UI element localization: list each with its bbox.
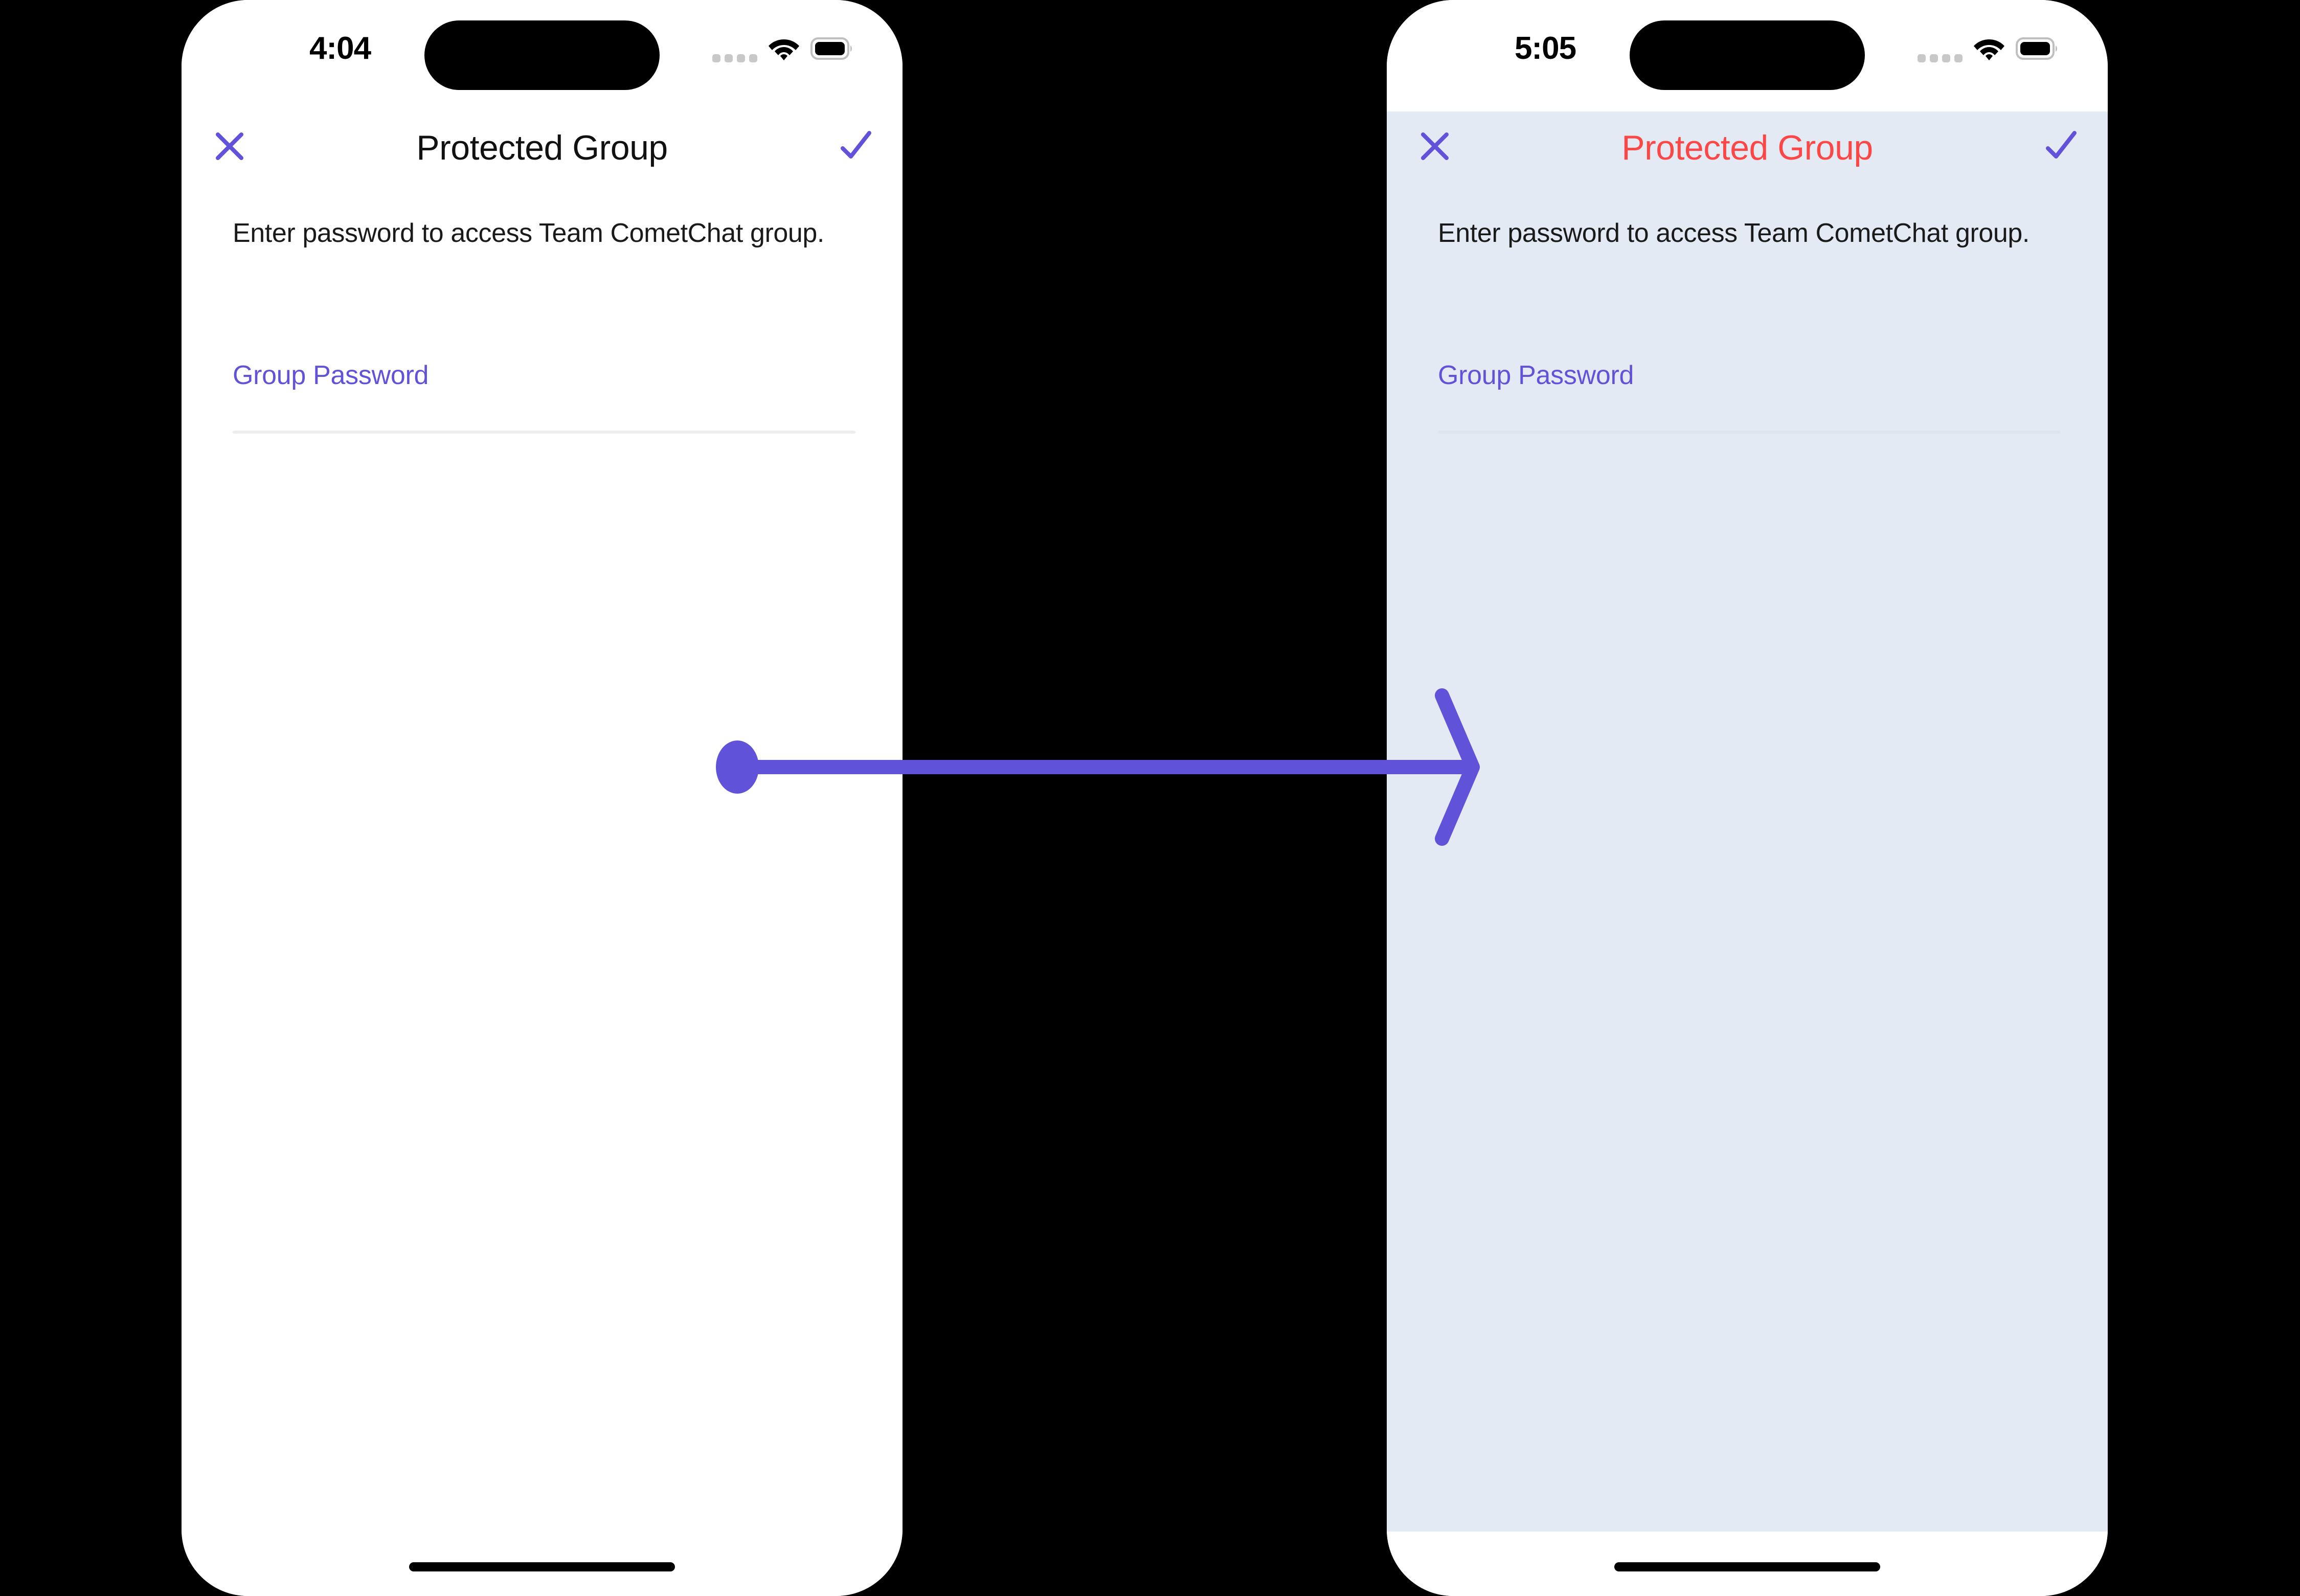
- close-x-icon: [212, 128, 247, 167]
- password-field-underline: [1438, 431, 2061, 434]
- password-field-group: Group Password: [1438, 358, 2061, 434]
- close-button[interactable]: [1411, 124, 1458, 171]
- checkmark-icon: [836, 126, 875, 168]
- status-icons: [1918, 31, 2059, 66]
- page-title: Protected Group: [1621, 128, 1873, 167]
- description-text: Enter password to access Team CometChat …: [1438, 218, 2030, 248]
- password-input[interactable]: [1438, 393, 2061, 431]
- confirm-button[interactable]: [830, 120, 881, 174]
- wifi-icon: [1973, 36, 2005, 61]
- signal-dots-icon: [712, 31, 757, 66]
- close-x-icon: [1417, 128, 1453, 167]
- wifi-icon: [768, 36, 800, 61]
- dynamic-island: [1630, 20, 1865, 90]
- password-field-label: Group Password: [1438, 361, 1634, 390]
- battery-icon: [2016, 37, 2059, 60]
- screen-default: 4:04: [182, 0, 903, 1596]
- confirm-button[interactable]: [2035, 120, 2086, 174]
- home-indicator[interactable]: [1614, 1562, 1880, 1571]
- status-time: 5:05: [1514, 31, 1576, 66]
- page-title: Protected Group: [416, 128, 668, 167]
- password-field-underline: [233, 431, 855, 434]
- screen-themed: 5:05: [1387, 0, 2108, 1596]
- status-bar: 5:05: [1387, 0, 2108, 111]
- description-text: Enter password to access Team CometChat …: [233, 218, 824, 248]
- dynamic-island: [424, 20, 660, 90]
- phone-mockup-themed: 5:05: [1387, 0, 2108, 1596]
- battery-icon: [810, 37, 853, 60]
- status-time: 4:04: [309, 31, 371, 66]
- password-field-label: Group Password: [233, 361, 429, 390]
- nav-bar: Protected Group: [182, 119, 903, 175]
- nav-bar: Protected Group: [1387, 119, 2108, 175]
- signal-dots-icon: [1918, 31, 1963, 66]
- password-input[interactable]: [233, 393, 855, 431]
- phone-mockup-default: 4:04: [182, 0, 903, 1596]
- home-indicator[interactable]: [409, 1562, 675, 1571]
- checkmark-icon: [2041, 126, 2081, 168]
- status-icons: [712, 31, 853, 66]
- status-bar: 4:04: [182, 0, 903, 111]
- password-field-group: Group Password: [233, 358, 855, 434]
- tinted-content-background: [1387, 111, 2108, 1532]
- close-button[interactable]: [206, 124, 253, 171]
